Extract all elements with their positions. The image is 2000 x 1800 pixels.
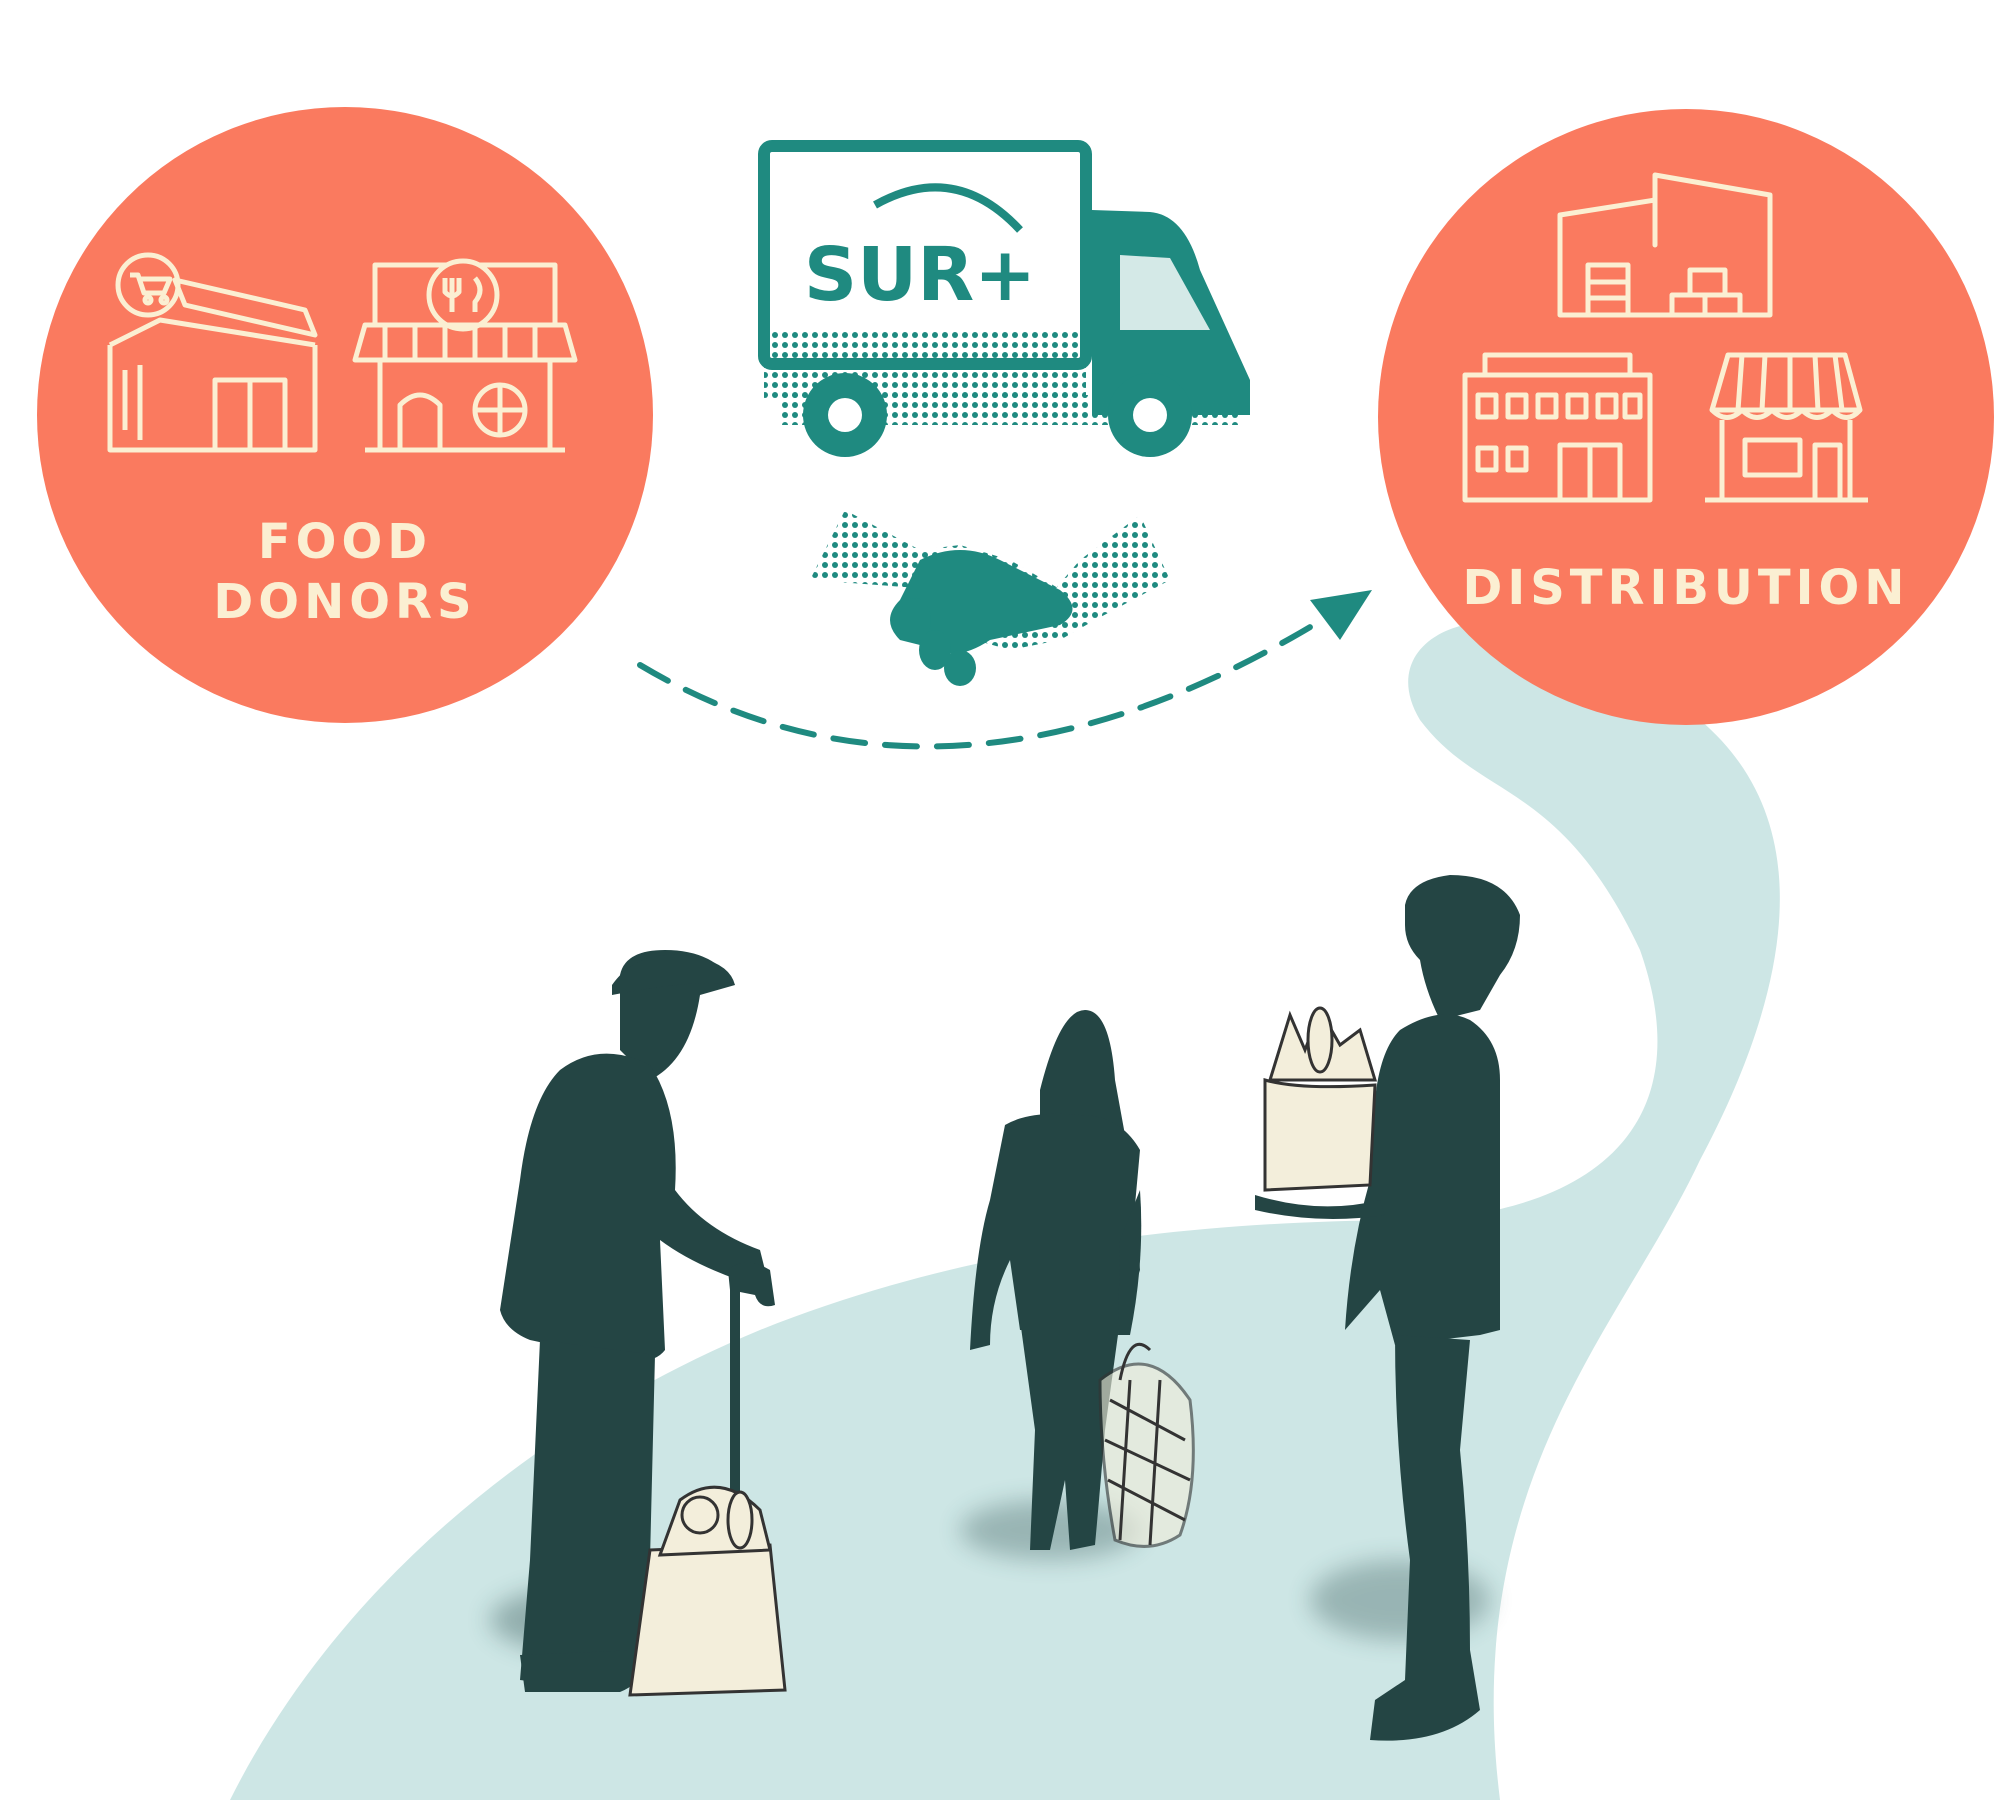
dashed-arrow-icon xyxy=(637,590,1372,750)
young-woman-walking xyxy=(970,1010,1142,1550)
young-man-looking-up xyxy=(1345,875,1520,1741)
supermarket-icon xyxy=(107,252,318,453)
shop-icon xyxy=(1705,352,1868,503)
handshake-icon xyxy=(810,510,1170,686)
food-donors-label-line1: FOOD xyxy=(258,514,432,570)
distribution-label: DISTRIBUTION xyxy=(1463,560,1910,616)
warehouse-icon xyxy=(1557,172,1773,318)
distribution-circle xyxy=(1378,109,1994,725)
food-donors-label-line2: DONORS xyxy=(213,574,476,630)
sur-plus-logo: SUR+ xyxy=(804,232,1036,318)
net-bag-icon xyxy=(1098,1342,1195,1548)
distribution-group: DISTRIBUTION xyxy=(1378,109,1994,725)
grocery-bag-icon xyxy=(628,1485,787,1697)
truck-icon xyxy=(758,140,1250,457)
food-donors-group: FOOD DONORS xyxy=(37,107,653,723)
elderly-man-with-cane xyxy=(500,950,775,1692)
restaurant-icon xyxy=(352,258,578,453)
paper-bag-icon xyxy=(1255,1006,1385,1219)
food-donors-circle xyxy=(37,107,653,723)
apartment-building-icon xyxy=(1462,352,1653,503)
